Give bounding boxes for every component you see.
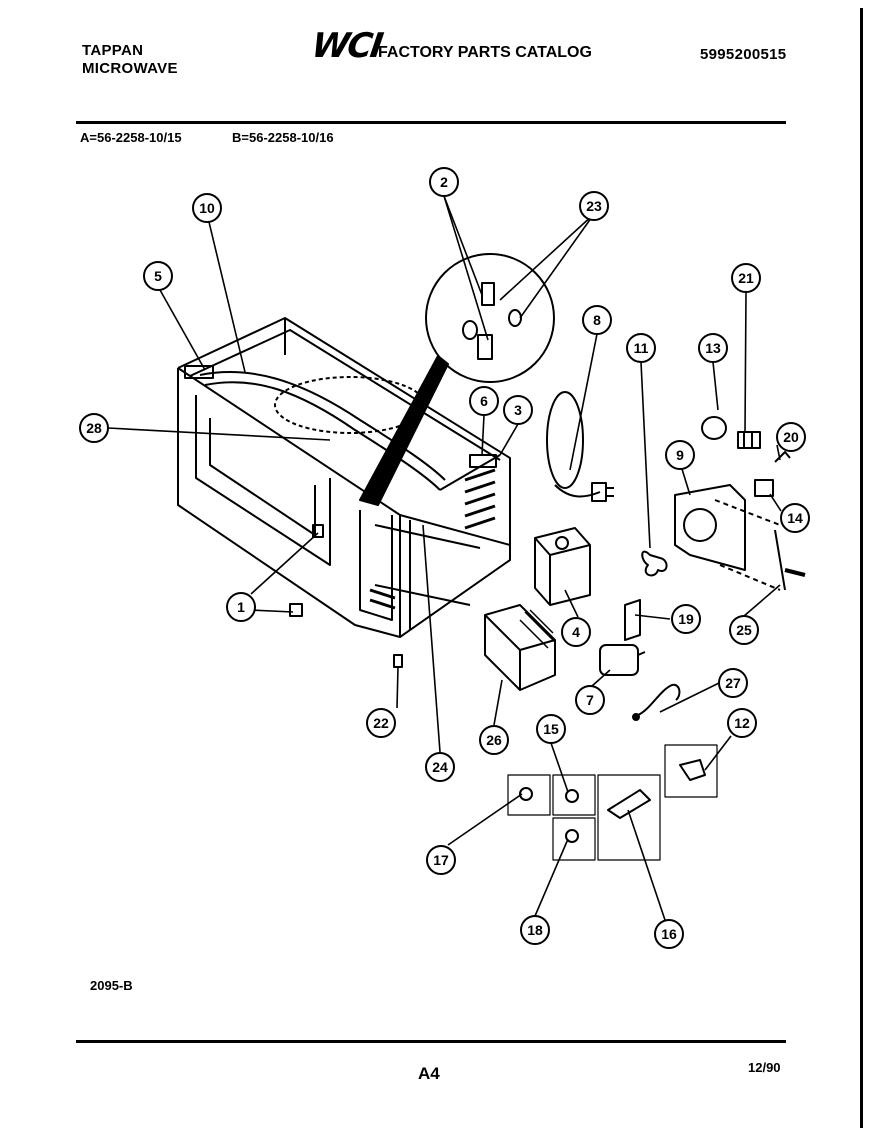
drawing-code: 2095-B [90,978,133,993]
callout-14: 14 [780,503,810,533]
callout-21: 21 [731,263,761,293]
callout-24: 24 [425,752,455,782]
svg-text:24: 24 [432,759,448,775]
callout-28: 28 [79,413,109,443]
svg-text:7: 7 [586,692,594,708]
callout-12: 12 [727,708,757,738]
callout-13: 13 [698,333,728,363]
nut-part-18 [565,829,579,843]
fan-blade-part-11 [641,550,668,577]
callout-18: 18 [520,915,550,945]
catalog-title: FACTORY PARTS CATALOG [378,44,592,61]
svg-text:20: 20 [783,429,799,445]
svg-text:15: 15 [543,721,559,737]
model-b-label: B=56-2258-10/16 [232,130,334,145]
transformer-part-26 [484,604,556,691]
svg-text:23: 23 [586,198,602,214]
svg-text:3: 3 [514,402,522,418]
connector-part-6 [469,454,497,468]
callout-10: 10 [192,193,222,223]
svg-text:21: 21 [738,270,754,286]
callout-26: 26 [479,725,509,755]
fan-motor-part-9 [674,484,746,571]
bracket-part-19 [624,599,641,641]
svg-text:8: 8 [593,312,601,328]
callout-9: 9 [665,440,695,470]
svg-text:11: 11 [634,340,649,356]
catalog-part-number: 5995200515 [700,46,787,63]
callout-11: 11 [626,333,656,363]
svg-text:13: 13 [705,340,721,356]
callout-8: 8 [582,305,612,335]
page-label: A4 [418,1064,440,1083]
svg-text:26: 26 [486,732,502,748]
power-cord-part-8 [546,391,614,502]
callout-1: 1 [226,592,256,622]
callout-23: 23 [579,191,609,221]
callout-2: 2 [429,167,459,197]
nut-part-15 [565,789,579,803]
svg-text:5: 5 [154,268,162,284]
svg-text:28: 28 [86,420,102,436]
svg-text:17: 17 [433,852,449,868]
cabinet-body [177,317,511,638]
small-parts-boxes [507,744,718,861]
svg-text:25: 25 [736,622,752,638]
callout-4: 4 [561,617,591,647]
switch-part-14 [754,479,774,497]
bracket-part-12 [679,759,706,781]
callout-5: 5 [143,261,173,291]
nut-part-17 [519,787,533,801]
callout-3: 3 [503,395,533,425]
svg-text:22: 22 [373,715,389,731]
svg-text:10: 10 [199,200,215,216]
svg-text:27: 27 [725,675,741,691]
svg-text:16: 16 [661,926,677,942]
svg-text:9: 9 [676,447,684,463]
revision-date: 12/90 [748,1060,781,1075]
svg-text:18: 18 [527,922,543,938]
callout-15: 15 [536,714,566,744]
svg-text:4: 4 [572,624,580,640]
callout-6: 6 [469,386,499,416]
callout-20: 20 [776,422,806,452]
waveguide-part-10 [199,371,446,491]
header-rule [76,121,786,124]
svg-text:6: 6 [480,393,488,409]
callout-19: 19 [671,604,701,634]
brand-line-2: MICROWAVE [82,60,178,77]
callout-27: 27 [718,668,748,698]
callout-22: 22 [366,708,396,738]
magnetron-part-4 [534,527,591,606]
svg-text:14: 14 [787,510,803,526]
callout-17: 17 [426,845,456,875]
svg-text:19: 19 [678,611,694,627]
svg-text:12: 12 [734,715,750,731]
diode-part-27 [637,683,681,716]
brand-line-1: TAPPAN [82,42,144,59]
callout-25: 25 [729,615,759,645]
callout-16: 16 [654,919,684,949]
capacitor-part-7 [599,644,646,676]
thermal-part-20 [774,451,791,463]
plate-part-16 [607,789,651,819]
screw-part-22 [393,654,403,668]
svg-text:2: 2 [440,174,448,190]
duct-panel-part-25 [714,499,806,591]
leader-lines [107,195,782,921]
svg-text:1: 1 [237,599,245,615]
footer-rule [76,1040,786,1043]
lamp-socket-part-21 [737,431,761,449]
right-border [860,8,863,1128]
side-vents [369,468,496,610]
hinge-part-5 [184,365,214,379]
lamp-part-13 [701,416,727,440]
detail-magnifier [359,253,555,506]
model-a-label: A=56-2258-10/15 [80,130,182,145]
clip-part-1 [289,524,324,617]
callout-7: 7 [575,685,605,715]
